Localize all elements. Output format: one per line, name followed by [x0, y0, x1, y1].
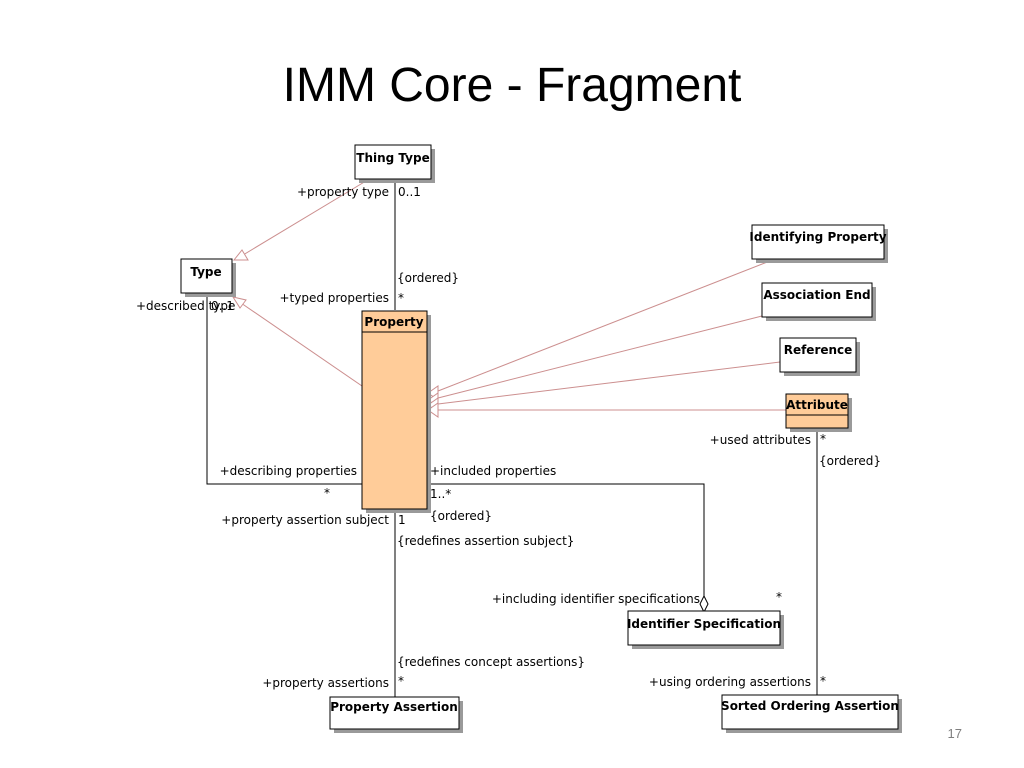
association-labels: +property type 0..1 {ordered} +typed pro… — [136, 185, 881, 690]
constraint-label: {ordered} — [397, 271, 459, 285]
multiplicity-label: * — [820, 432, 826, 446]
constraint-label: {ordered} — [430, 509, 492, 523]
gen-reference-property — [437, 361, 781, 405]
multiplicity-label: 0..1 — [398, 185, 421, 199]
aggregation-diamond-icon — [699, 594, 709, 614]
multiplicity-label: 1..* — [430, 487, 451, 501]
class-name: Identifier Specification — [627, 617, 781, 631]
multiplicity-label: * — [820, 674, 826, 688]
generalizations — [231, 180, 786, 418]
class-name: Reference — [784, 343, 853, 357]
multiplicity-label: 1 — [398, 513, 406, 527]
class-name: Type — [190, 265, 221, 279]
class-attribute: Attribute — [785, 393, 852, 432]
multiplicity-label: * — [324, 486, 330, 500]
generalization-arrow-icon — [231, 296, 247, 309]
multiplicity-label: * — [398, 291, 404, 305]
role-label: +describing properties — [220, 464, 357, 478]
generalization-arrow-icon — [427, 402, 439, 418]
class-property: Property — [361, 310, 431, 513]
class-name: Thing Type — [356, 151, 429, 165]
class-name: Association End — [763, 288, 870, 302]
generalization-arrow-icon — [232, 249, 249, 261]
role-label: +included properties — [430, 464, 556, 478]
role-label: +property assertion subject — [221, 513, 389, 527]
role-label: +typed properties — [279, 291, 389, 305]
role-label: +used attributes — [710, 433, 811, 447]
gen-property-type — [240, 302, 363, 387]
assoc-type-property — [206, 292, 362, 485]
class-name: Property Assertion — [330, 700, 458, 714]
assoc-property-identifierspec — [427, 483, 705, 600]
slide-title: IMM Core - Fragment — [282, 59, 742, 112]
associations — [206, 180, 818, 697]
class-name: Sorted Ordering Assertion — [721, 699, 899, 713]
class-sorted-ordering-assertion: Sorted Ordering Assertion — [721, 694, 902, 733]
role-label: +property assertions — [262, 676, 389, 690]
constraint-label: {ordered} — [819, 454, 881, 468]
role-label: +property type — [297, 185, 389, 199]
multiplicity-label: 0..1 — [211, 299, 234, 313]
class-identifying-property: Identifying Property — [749, 224, 888, 263]
class-property-assertion: Property Assertion — [329, 696, 463, 733]
class-type: Type — [180, 258, 236, 297]
class-name: Attribute — [786, 398, 848, 412]
constraint-label: {redefines assertion subject} — [397, 534, 574, 548]
gen-associationend-property — [437, 315, 763, 399]
class-name: Property — [364, 315, 423, 329]
multiplicity-label: * — [776, 590, 782, 604]
role-label: +including identifier specifications — [492, 592, 700, 606]
class-name: Identifying Property — [749, 230, 886, 244]
multiplicity-label: * — [398, 674, 404, 688]
class-reference: Reference — [779, 337, 860, 376]
class-identifier-specification: Identifier Specification — [627, 610, 784, 649]
constraint-label: {redefines concept assertions} — [397, 655, 585, 669]
class-thing-type: Thing Type — [354, 144, 435, 183]
role-label: +described type — [136, 299, 235, 313]
gen-identifyingproperty-property — [437, 258, 776, 392]
gen-thingtype-type — [242, 180, 367, 256]
class-association-end: Association End — [761, 282, 876, 321]
role-label: +using ordering assertions — [649, 675, 811, 689]
slide-number: 17 — [947, 726, 962, 741]
